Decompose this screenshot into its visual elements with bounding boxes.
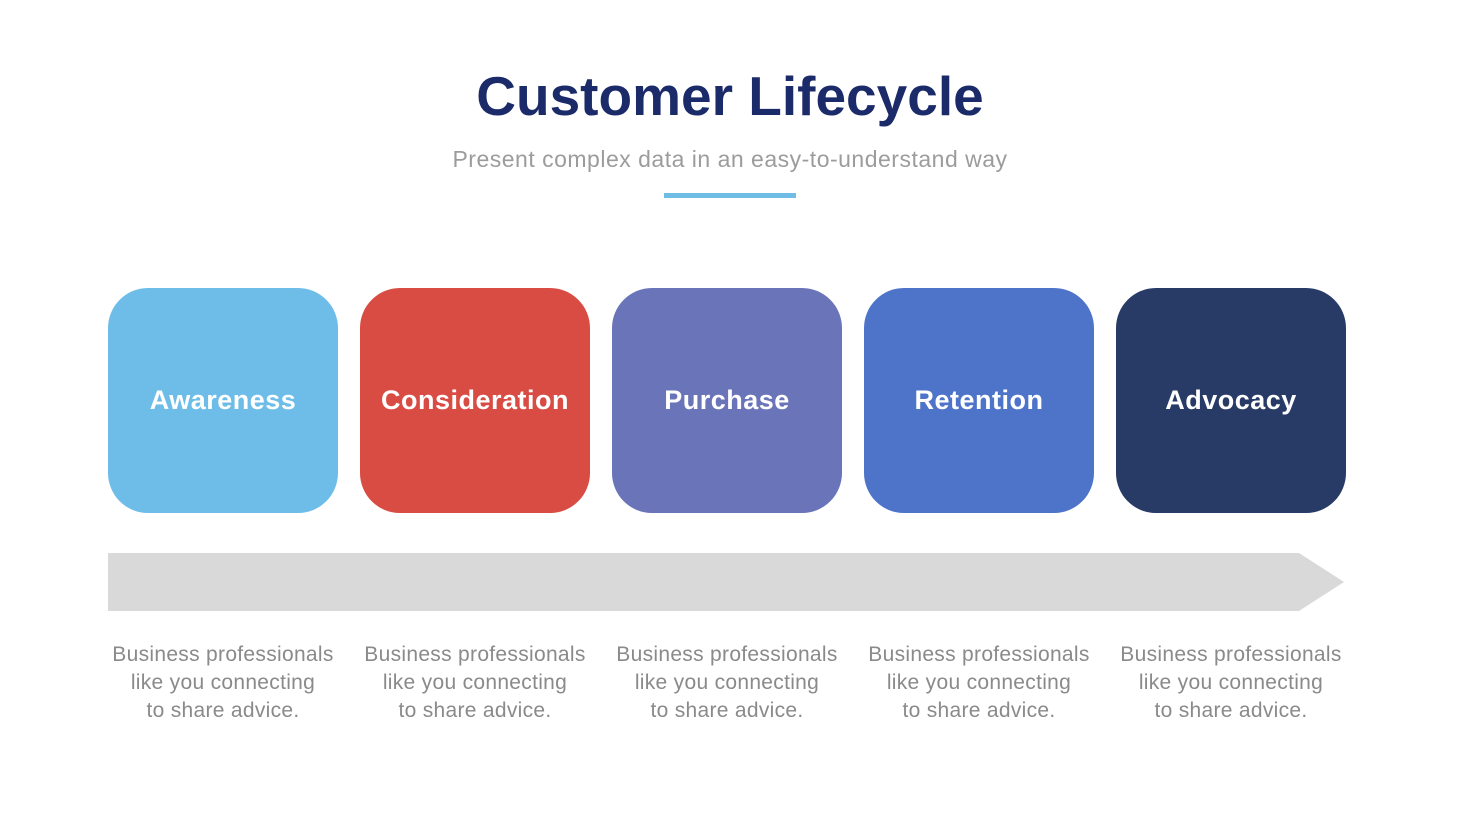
stage-box-awareness: Awareness (108, 288, 338, 513)
descriptions-row: Business professionals like you connecti… (108, 641, 1346, 725)
stage-label-awareness: Awareness (149, 385, 297, 415)
stage-description-purchase: Business professionals like you connecti… (616, 643, 838, 722)
stage-description-retention: Business professionals like you connecti… (868, 643, 1090, 722)
flow-arrow-right (108, 553, 1344, 611)
stage-description-consideration: Business professionals like you connecti… (364, 643, 586, 722)
stages-row: Awareness Consideration Purchase Retenti… (108, 288, 1346, 513)
stage-box-advocacy: Advocacy (1116, 288, 1346, 513)
stage-description-awareness: Business professionals like you connecti… (112, 643, 334, 722)
stage-label-retention: Retention (914, 385, 1044, 415)
stage-label-advocacy: Advocacy (1165, 385, 1297, 415)
stage-label-purchase: Purchase (664, 385, 790, 415)
page-title: Customer Lifecycle (476, 65, 984, 127)
stage-box-purchase: Purchase (612, 288, 842, 513)
stage-description-advocacy: Business professionals like you connecti… (1120, 643, 1342, 722)
stage-box-consideration: Consideration (360, 288, 590, 513)
title-divider (664, 193, 796, 198)
stage-label-consideration: Consideration (380, 385, 569, 415)
page-subtitle: Present complex data in an easy-to-under… (452, 146, 1008, 172)
stage-box-retention: Retention (864, 288, 1094, 513)
